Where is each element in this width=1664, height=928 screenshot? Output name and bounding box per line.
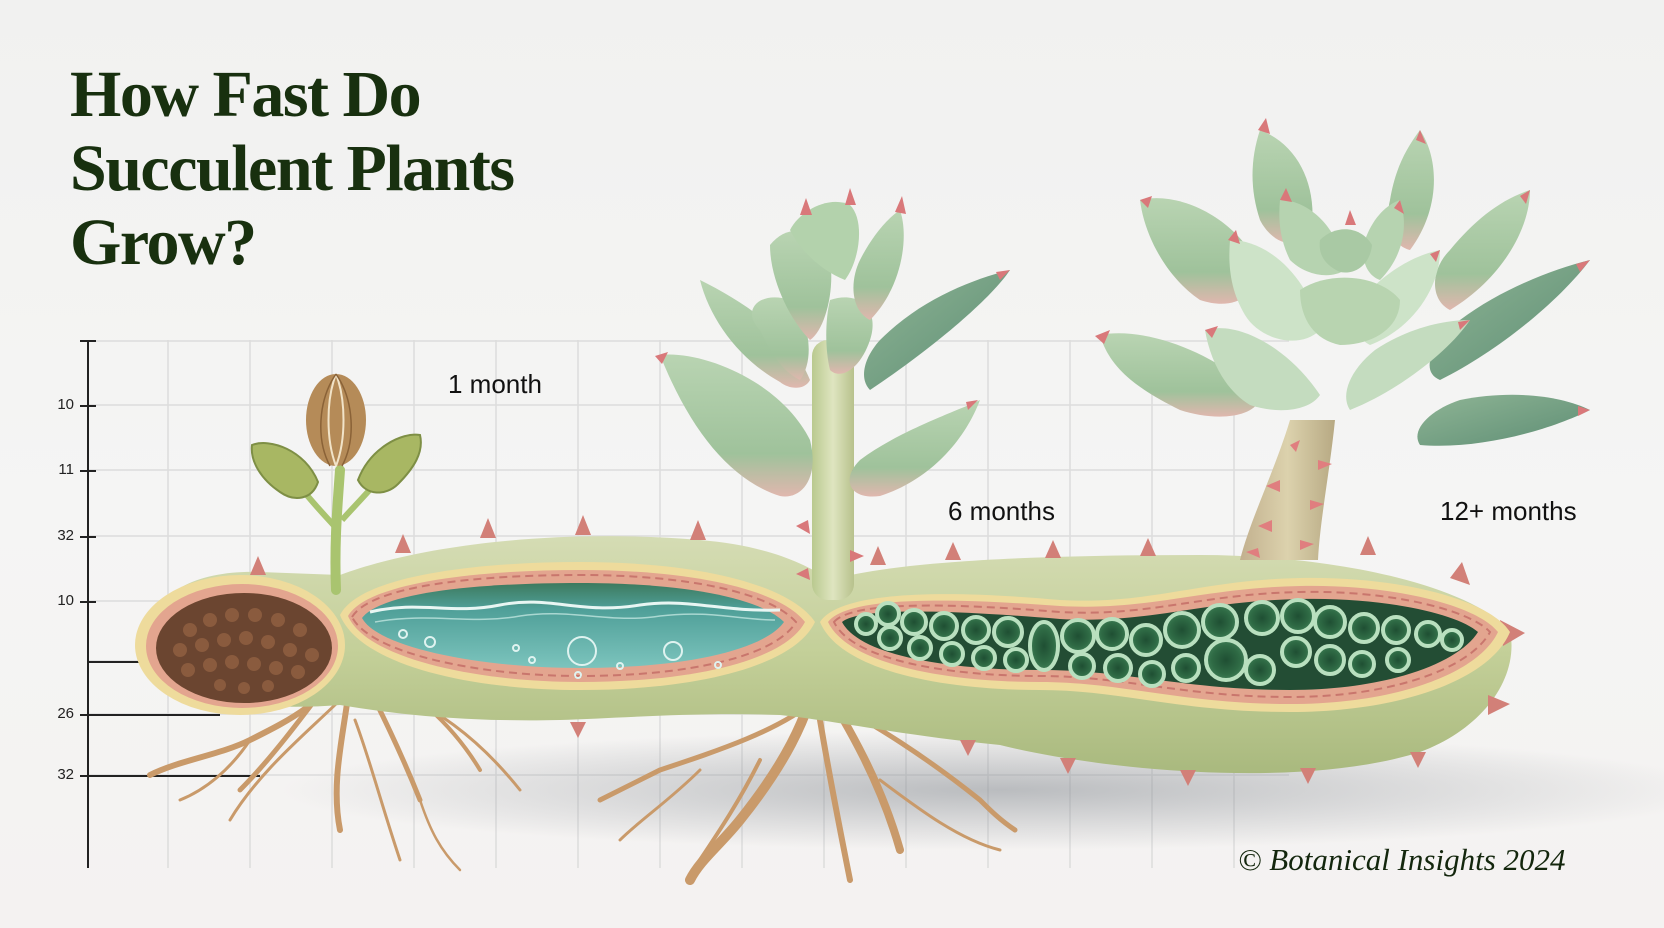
axis-top-cap bbox=[80, 340, 96, 342]
axis-tick-label: 32 bbox=[57, 527, 74, 544]
axis-tick bbox=[80, 405, 96, 407]
axis-tick-label: 10 bbox=[57, 396, 74, 413]
water-storage-chamber bbox=[340, 562, 815, 690]
axis-tick-label: 32 bbox=[57, 766, 74, 783]
cellular-tissue-chamber bbox=[820, 577, 1510, 712]
axis-tick bbox=[80, 775, 260, 777]
axis-tick bbox=[80, 601, 96, 603]
axis-tick bbox=[87, 661, 145, 663]
axis-tick bbox=[80, 536, 96, 538]
spikes-icon bbox=[250, 515, 1525, 786]
axis-tick bbox=[80, 470, 96, 472]
page-title: How Fast Do Succulent Plants Grow? bbox=[70, 58, 515, 280]
axis-tick-label: 26 bbox=[57, 705, 74, 722]
mature-echeveria-rosette bbox=[1095, 118, 1590, 560]
title-line-1: How Fast Do bbox=[70, 58, 422, 131]
stage-label-6-months: 6 months bbox=[948, 496, 1055, 526]
copyright-notice: © Botanical Insights 2024 bbox=[1238, 842, 1566, 877]
title-line-3: Grow? bbox=[70, 206, 257, 279]
axis-tick-label: 11 bbox=[58, 461, 74, 478]
seedling-with-seed-pod bbox=[250, 373, 422, 595]
axis-tick-label: 10 bbox=[57, 592, 74, 609]
young-rosette-on-stem bbox=[655, 188, 1010, 600]
stage-label-1-month: 1 month bbox=[448, 369, 542, 399]
soil-chamber bbox=[135, 575, 345, 715]
axis-tick bbox=[80, 714, 220, 716]
stage-label-12-months: 12+ months bbox=[1440, 496, 1577, 526]
y-axis-line bbox=[87, 340, 89, 868]
title-line-2: Succulent Plants bbox=[70, 132, 515, 205]
